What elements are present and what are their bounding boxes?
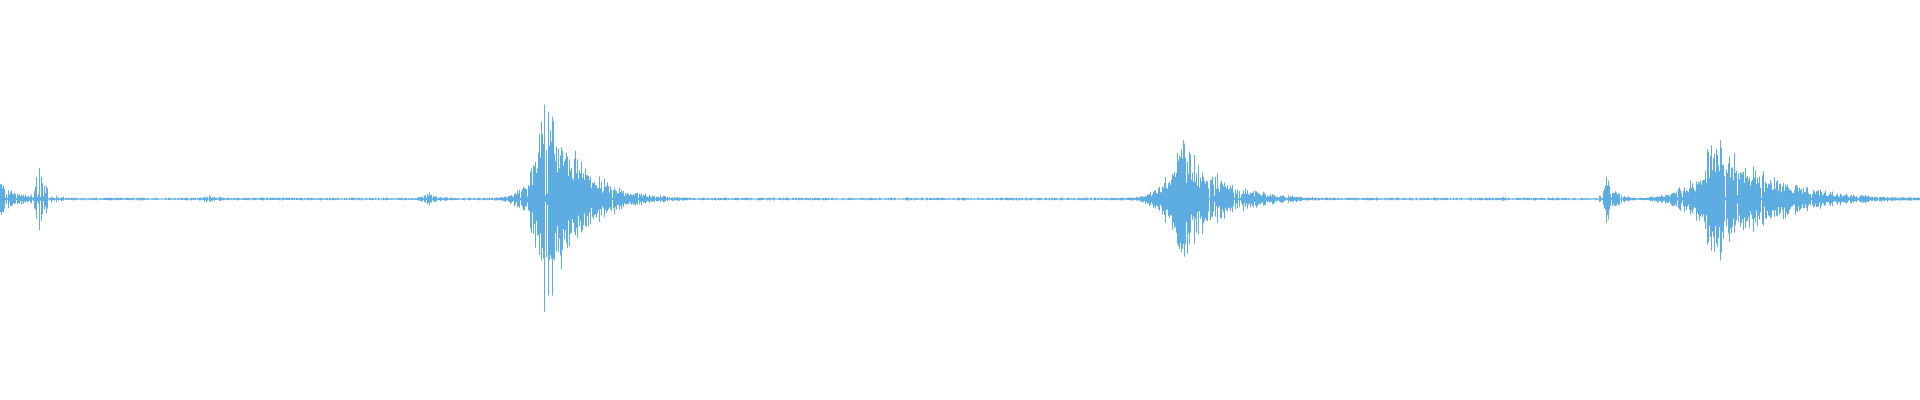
waveform-samples: [0, 104, 1920, 312]
waveform-trace: [0, 104, 1920, 312]
